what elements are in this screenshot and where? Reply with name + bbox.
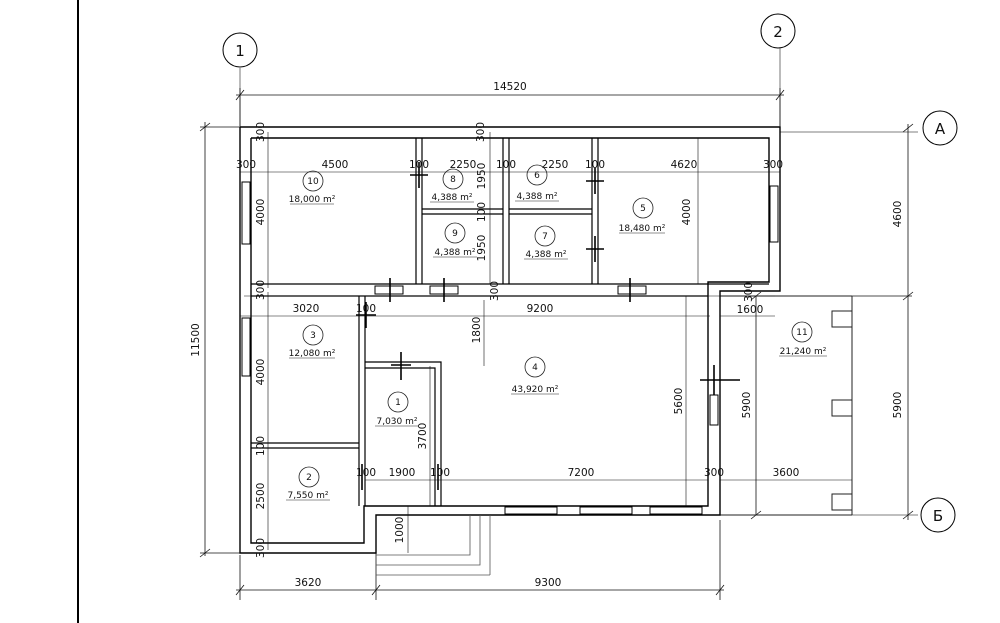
dim-bottom-left: 3620 [295, 577, 322, 589]
dim-r5-width: 4620 [671, 159, 698, 171]
dim-r3-width: 3020 [293, 303, 320, 315]
room-5-label: 5 18,480 m² [619, 197, 666, 234]
dim-r4-width: 9200 [527, 303, 554, 315]
windows [241, 181, 779, 515]
room-4-label: 4 43,920 m² [511, 356, 559, 395]
dim-r6-width: 2250 [542, 159, 569, 171]
room-number: 11 [796, 328, 807, 338]
room-number: 3 [310, 331, 316, 341]
dim-wall-thickness: 300 [704, 467, 724, 479]
dim-r1-width: 1900 [389, 467, 416, 479]
room-number: 5 [640, 204, 646, 214]
dim-r4-notch: 1800 [471, 317, 483, 344]
room-9-label: 9 4,388 m² [433, 222, 477, 258]
dim-partition-thickness: 100 [409, 159, 429, 171]
dim-wall-thickness: 300 [236, 159, 256, 171]
room-area: 43,920 m² [512, 385, 559, 395]
dim-wall-thickness: 300 [489, 281, 501, 301]
room-number: 7 [542, 232, 548, 242]
dim-partition-thickness: 100 [255, 436, 267, 456]
room-number: 9 [452, 229, 458, 239]
dim-partition-thickness: 100 [356, 303, 376, 315]
dim-r4-height: 5600 [673, 388, 685, 415]
room-area: 21,240 m² [780, 347, 827, 357]
dim-terrace-width-1: 1600 [737, 304, 764, 316]
dim-terrace-width-2: 3600 [773, 467, 800, 479]
dim-kitchen-width: 7200 [568, 467, 595, 479]
dim-row-b: 5900 [892, 392, 904, 419]
room-3-label: 3 12,080 m² [289, 324, 336, 359]
dim-overall-width: 14520 [493, 81, 526, 93]
dim-wall-thickness: 300 [763, 159, 783, 171]
room-number: 6 [534, 171, 540, 181]
dim-wall-thickness: 300 [255, 280, 267, 300]
axis-bubble-a: А [922, 110, 958, 146]
dim-wall-thickness: 300 [475, 122, 487, 142]
dim-r10-width: 4500 [322, 159, 349, 171]
room-number: 2 [306, 473, 312, 483]
room-number: 1 [395, 398, 401, 408]
dim-partition-thickness: 100 [585, 159, 605, 171]
dim-partition-thickness: 100 [496, 159, 516, 171]
room-number: 10 [307, 177, 319, 187]
axis-bubble-1: 1 [222, 32, 258, 68]
dim-bottom-right: 9300 [535, 577, 562, 589]
room-6-label: 6 4,388 m² [515, 164, 559, 202]
dim-r3-height: 4000 [255, 359, 267, 386]
room-area: 4,388 m² [434, 248, 475, 258]
room-area: 4,388 m² [431, 193, 472, 203]
dim-wall-thickness: 300 [255, 538, 267, 558]
door-markers [356, 162, 740, 490]
room-area: 4,388 m² [525, 250, 566, 260]
dim-r8-height: 1950 [476, 163, 488, 190]
dim-overall-height: 11500 [190, 323, 202, 356]
room-1-label: 1 7,030 m² [375, 391, 419, 427]
axis-bubble-2: 2 [760, 13, 796, 49]
dim-wall-thickness: 300 [743, 282, 755, 302]
dim-wall-thickness: 300 [255, 122, 267, 142]
axis-label-2: 2 [773, 23, 783, 41]
room-area: 4,388 m² [516, 192, 557, 202]
room-area: 18,480 m² [619, 224, 666, 234]
dim-r2-height: 2500 [255, 483, 267, 510]
dim-r8-width: 2250 [450, 159, 477, 171]
room-7-label: 7 4,388 m² [524, 225, 568, 260]
axis-bubble-b: Б [920, 497, 956, 533]
dim-partition-thickness: 100 [356, 467, 376, 479]
axis-lines [239, 48, 918, 516]
room-number: 8 [450, 175, 456, 185]
interior-walls [251, 138, 769, 506]
room-area: 7,030 m² [376, 417, 417, 427]
room-number: 4 [532, 363, 538, 373]
dim-partition-thickness: 100 [476, 202, 488, 222]
room-2-label: 2 7,550 m² [286, 466, 330, 501]
dim-r5-height: 4000 [681, 199, 693, 226]
room-area: 18,000 m² [289, 195, 336, 205]
axis-label-1: 1 [235, 42, 245, 60]
dim-r1-height: 3700 [417, 423, 429, 450]
porch-steps [376, 515, 491, 576]
room-area: 7,550 m² [287, 491, 328, 501]
dim-r10-height: 4000 [255, 199, 267, 226]
exterior-walls [239, 126, 781, 554]
room-area: 12,080 m² [289, 349, 336, 359]
terrace-outline [720, 295, 853, 516]
room-11-label: 11 21,240 m² [779, 321, 827, 357]
room-8-label: 8 4,388 m² [430, 168, 474, 203]
axis-label-a: А [935, 120, 946, 138]
dim-terrace-height: 5900 [741, 392, 753, 419]
axis-label-b: Б [933, 507, 943, 525]
internal-dimension-lines [240, 132, 852, 553]
dim-r9-height: 1950 [476, 235, 488, 262]
dim-porch-height: 1000 [394, 517, 406, 544]
dim-row-a: 4600 [892, 201, 904, 228]
room-10-label: 10 18,000 m² [289, 170, 336, 205]
dimension-labels: 14520 11500 4600 5900 5900 3620 9300 450… [190, 81, 904, 589]
dimension-lines [199, 88, 914, 600]
dim-partition-thickness: 100 [430, 467, 450, 479]
